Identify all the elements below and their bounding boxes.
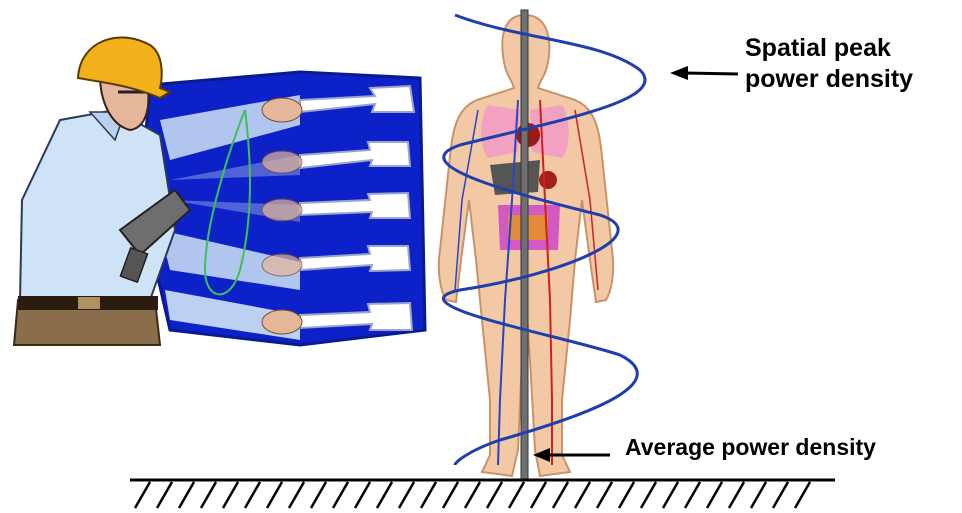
spatial-peak-label-line2: power density bbox=[745, 64, 913, 95]
arrow-to-peak bbox=[670, 66, 738, 80]
spatial-peak-label-line1: Spatial peak bbox=[745, 33, 913, 64]
average-power-density-label: Average power density bbox=[625, 433, 876, 462]
ground-hatching-icon bbox=[130, 480, 835, 508]
measurement-pole bbox=[521, 10, 528, 480]
spatial-peak-label: Spatial peak power density bbox=[745, 33, 913, 96]
